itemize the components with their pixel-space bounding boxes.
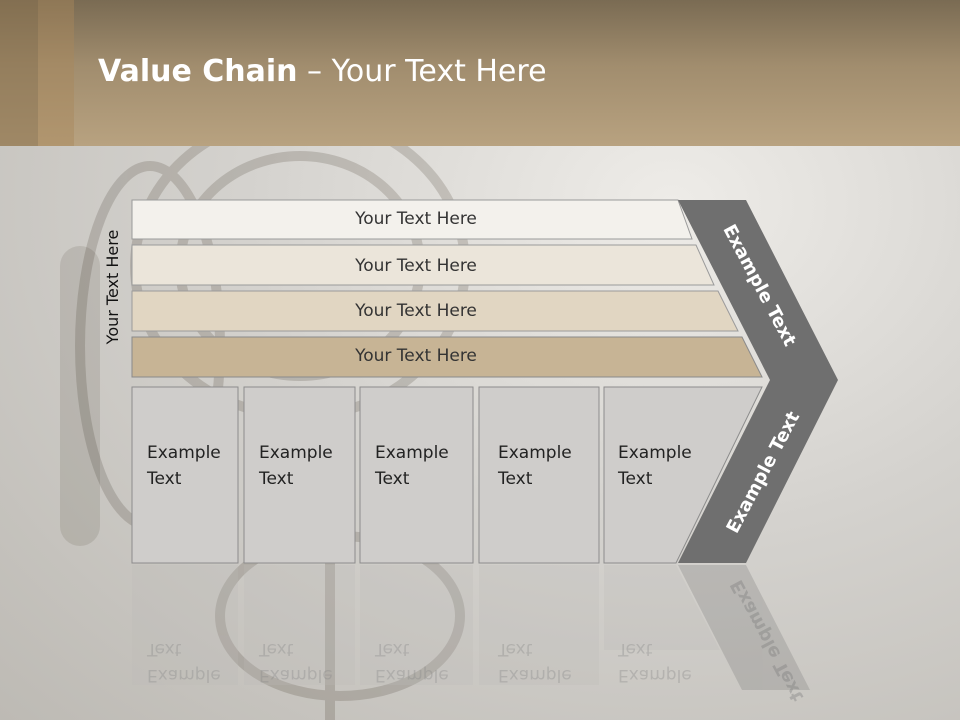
row-label-2: Your Text Here bbox=[355, 256, 477, 276]
title-bar: Value Chain – Your Text Here bbox=[0, 0, 960, 146]
row-bar-1 bbox=[131, 199, 693, 240]
row-label-3: Your Text Here bbox=[355, 301, 477, 321]
reflection-box-3: Example Text bbox=[375, 636, 449, 688]
box-1-line2: Text bbox=[147, 469, 182, 489]
box-3-line1: Example bbox=[375, 443, 449, 463]
header-band bbox=[0, 0, 38, 146]
reflection-box-5-line1: Example bbox=[618, 665, 692, 685]
reflection-box-2-line1: Example bbox=[259, 665, 333, 685]
reflection-box-1-line2: Text bbox=[147, 639, 182, 659]
chevron-arrow bbox=[678, 200, 838, 563]
header-band bbox=[38, 0, 74, 146]
reflection-box-1: Example Text bbox=[147, 636, 221, 688]
row-bar-3 bbox=[131, 290, 739, 332]
slide-title: Value Chain – Your Text Here bbox=[98, 54, 547, 89]
box-1-line1: Example bbox=[147, 443, 221, 463]
box-4-line1: Example bbox=[498, 443, 572, 463]
reflection-box-1-line1: Example bbox=[147, 665, 221, 685]
reflection-box-2: Example Text bbox=[259, 636, 333, 688]
activity-box-1 bbox=[131, 386, 239, 564]
activity-box-4 bbox=[478, 386, 600, 564]
title-rest: – Your Text Here bbox=[297, 54, 547, 89]
box-2-line1: Example bbox=[259, 443, 333, 463]
reflection-box-5-line2: Text bbox=[618, 639, 653, 659]
reflection-box-2-line2: Text bbox=[259, 639, 294, 659]
box-5-line1: Example bbox=[618, 443, 692, 463]
row-bar-4 bbox=[131, 336, 763, 378]
activity-box-5 bbox=[603, 386, 763, 564]
reflection bbox=[132, 565, 810, 690]
activity-box-3 bbox=[359, 386, 474, 564]
box-3-line2: Text bbox=[375, 469, 410, 489]
box-5-line2: Text bbox=[618, 469, 653, 489]
title-bold: Value Chain bbox=[98, 54, 298, 89]
reflection-box-5: Example Text bbox=[618, 636, 692, 688]
row-label-4: Your Text Here bbox=[355, 346, 477, 366]
reflection-box-3-line1: Example bbox=[375, 665, 449, 685]
box-4-line2: Text bbox=[498, 469, 533, 489]
reflection-box-3-line2: Text bbox=[375, 639, 410, 659]
vertical-label: Your Text Here bbox=[103, 229, 122, 345]
reflection-box-4-line2: Text bbox=[498, 639, 533, 659]
activity-box-2 bbox=[243, 386, 356, 564]
row-label-1: Your Text Here bbox=[355, 209, 477, 229]
reflection-box-4: Example Text bbox=[498, 636, 572, 688]
reflection-box-4-line1: Example bbox=[498, 665, 572, 685]
row-bar-2 bbox=[131, 244, 715, 286]
box-2-line2: Text bbox=[259, 469, 294, 489]
